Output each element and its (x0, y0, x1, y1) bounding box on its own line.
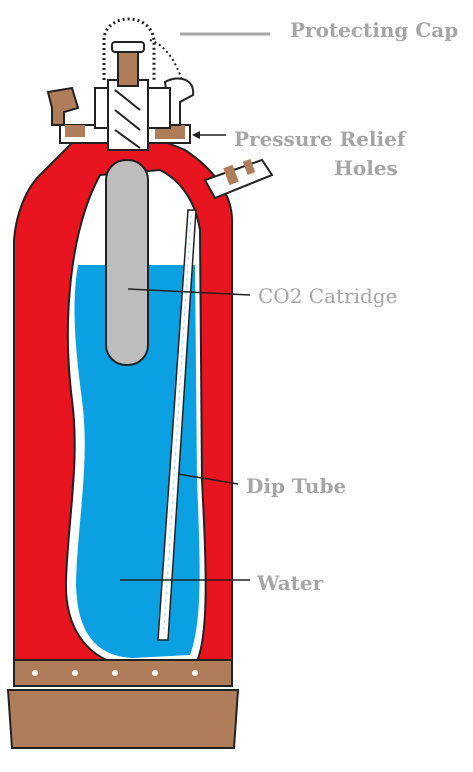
label-pressure-relief-line2: Holes (334, 156, 398, 180)
label-water: Water (257, 571, 324, 595)
leader-dip-tube (177, 473, 239, 485)
label-co2-cartridge: CO2 Catridge (258, 284, 398, 308)
discharge-nozzle (203, 158, 274, 200)
leader-pressure-relief-arrow (192, 131, 200, 139)
leader-co2 (127, 288, 251, 296)
label-dip-tube: Dip Tube (246, 474, 347, 498)
label-protecting-cap: Protecting Cap (290, 18, 459, 42)
label-pressure-relief-line1: Pressure Relief (234, 127, 406, 151)
protecting-cap (102, 17, 183, 87)
base-ring (6, 659, 240, 749)
valve-head (46, 77, 195, 151)
dip-tube (157, 209, 197, 641)
co2-cartridge (105, 159, 149, 366)
